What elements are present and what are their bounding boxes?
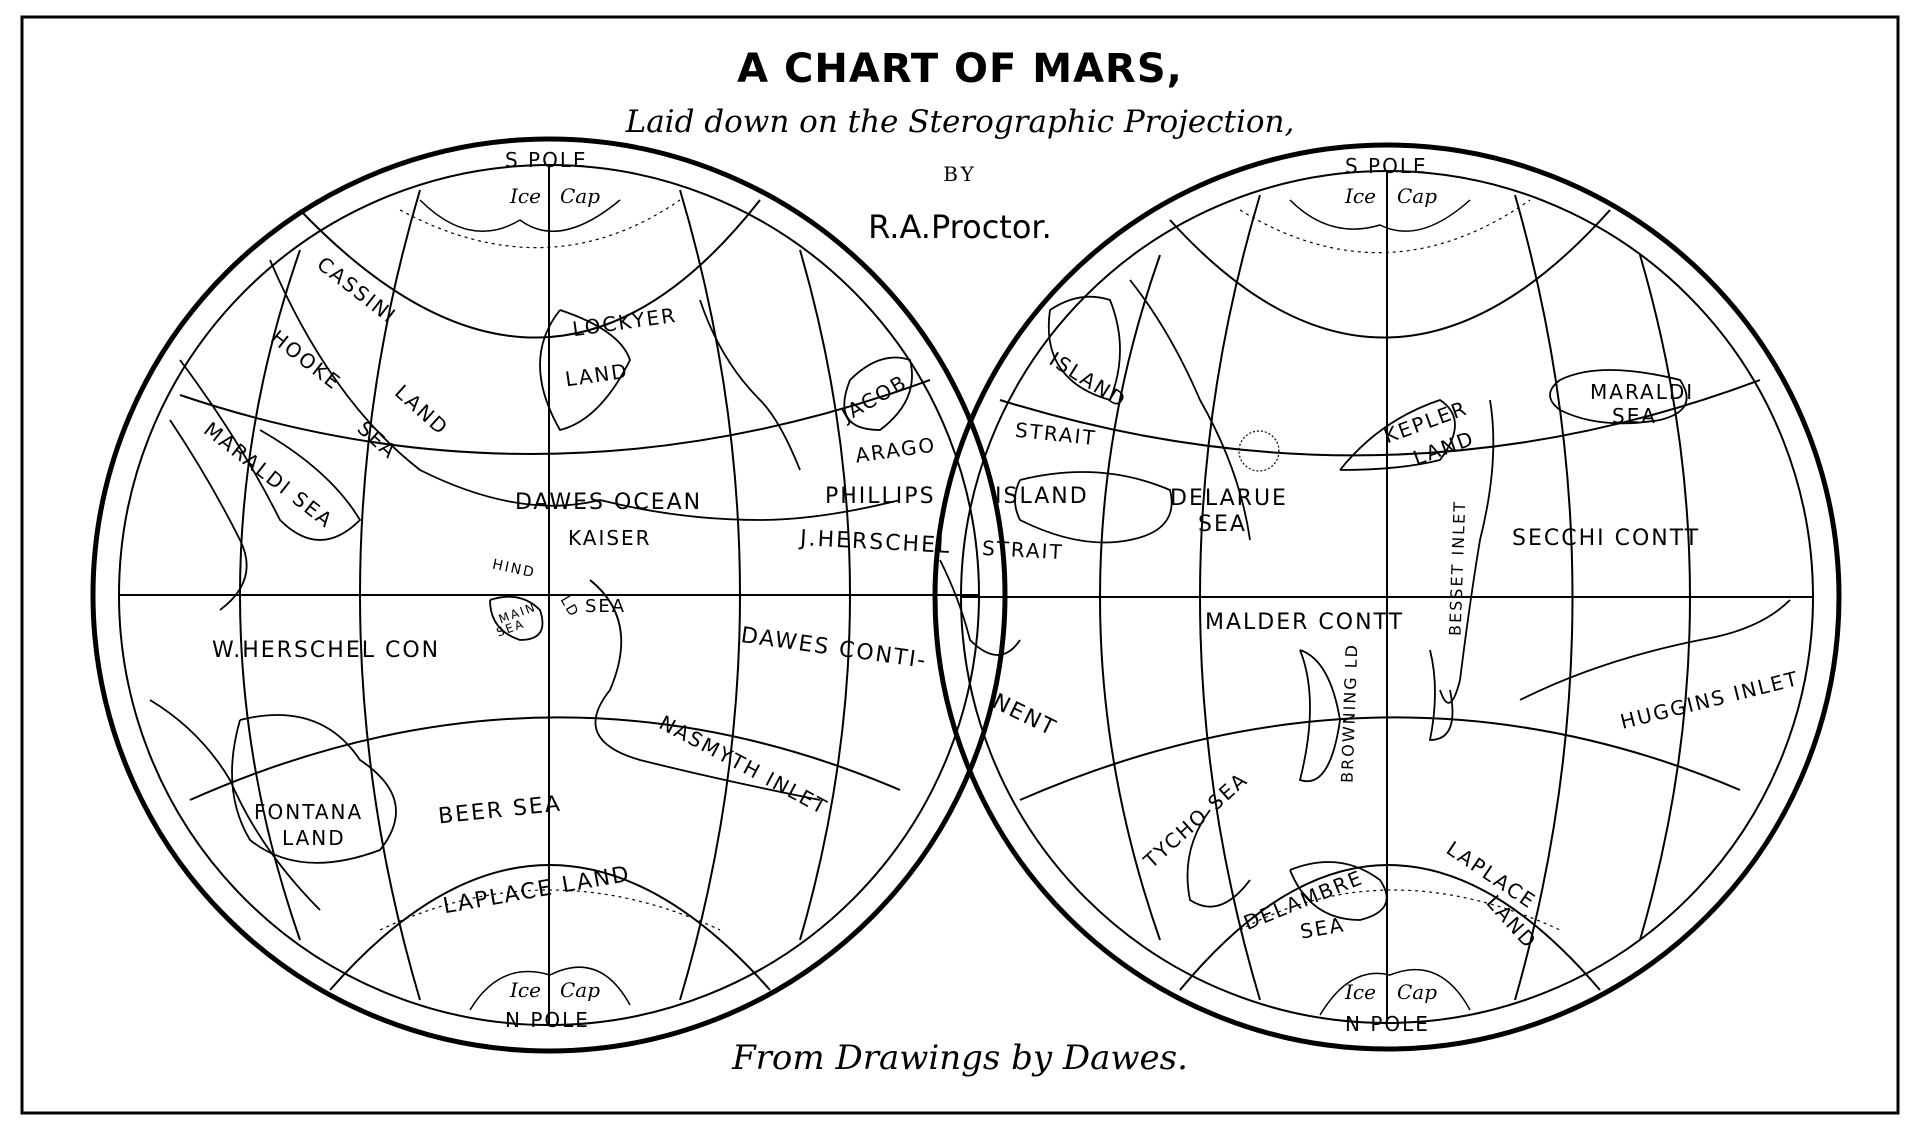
right-coastline (1549, 369, 1688, 425)
left-meridian (239, 249, 301, 941)
outer-frame (20, 15, 1900, 1115)
middle-island-2-label: Island (995, 484, 1089, 509)
right-ice-cap-bottom-word2: Cap (1397, 980, 1438, 1004)
left-coastline (179, 359, 362, 541)
right-coastline (1047, 295, 1121, 402)
right-bessel-inlet-label: Besset Inlet (1445, 499, 1470, 637)
right-ice-cap-top-word1: Ice (1345, 184, 1376, 208)
left-coastline (269, 259, 901, 521)
left-coastline (231, 714, 397, 864)
left-s-pole-label: S Pole (505, 148, 588, 172)
left-coastline (843, 356, 913, 431)
left-dawes-ocean-label: Dawes Ocean (515, 490, 703, 515)
right-coastline (1519, 599, 1791, 701)
right-north-polar-circle (1179, 864, 1601, 991)
left-fontana-label: Fontana (254, 800, 364, 824)
left-hind-sea-label: Sea (585, 596, 627, 617)
left-coastline (699, 299, 801, 471)
right-coastline (1298, 649, 1341, 783)
middle-coastline (939, 559, 1021, 656)
left-coastline (489, 595, 544, 641)
right-meridian (1639, 254, 1691, 941)
right-s-pole-label: S Pole (1345, 154, 1428, 178)
right-ice-cap-bottom (1319, 968, 1471, 1016)
right-coastline (1428, 649, 1454, 741)
right-secchi-label: Secchi ContT (1512, 526, 1701, 551)
right-maraldi-label: Maraldi (1590, 380, 1695, 404)
left-w-herschel-label: W.Herschel Con (212, 638, 441, 663)
chart-subtitle: Laid down on the Sterographic Projection… (625, 104, 1295, 140)
left-coastline (539, 309, 631, 432)
middle-strait-2-label: Strait (981, 535, 1065, 565)
right-malder-label: Malder ContT (1205, 610, 1405, 635)
left-ice-cap-top-word1: Ice (510, 184, 541, 208)
right-inner-ring (960, 170, 1814, 1024)
chart-footer: From Drawings by Dawes. (732, 1038, 1188, 1078)
right-parallel (1019, 716, 1741, 801)
left-coastline (169, 419, 248, 611)
left-kaiser-label: Kaiser (568, 526, 652, 550)
right-coastline (1129, 279, 1251, 541)
right-ice-cap-bottom-word1: Ice (1345, 980, 1376, 1004)
right-coastline (1014, 471, 1173, 544)
right-n-pole-label: N Pole (1345, 1012, 1430, 1036)
left-north-polar-circle (329, 864, 771, 991)
left-ice-cap-bottom (469, 966, 631, 1011)
right-delarue-sea-label: Sea (1198, 512, 1247, 537)
right-dotted-limit (1239, 889, 1561, 931)
right-south-polar-circle (1169, 209, 1611, 339)
right-coastline (1289, 861, 1388, 921)
left-parallel (189, 716, 901, 801)
left-coastline (149, 699, 321, 911)
left-meridian (679, 189, 741, 1001)
left-dotted-limit (379, 889, 721, 931)
right-ice-cap-top-word2: Cap (1397, 184, 1438, 208)
left-ice-cap-bottom-word2: Cap (560, 978, 601, 1002)
left-meridian (359, 189, 421, 1001)
right-meridian (1199, 194, 1261, 1001)
right-meridian (1514, 194, 1574, 1001)
right-coastline (1339, 399, 1456, 471)
left-fontana-land-label: Land (282, 826, 346, 850)
right-delarue-label: Delarue (1170, 486, 1288, 511)
right-dotted-limit (1239, 199, 1531, 254)
left-south-polar-circle (299, 199, 761, 339)
left-ice-cap-top-word2: Cap (560, 184, 601, 208)
left-parallel (179, 379, 931, 455)
right-ice-cap-top (1289, 199, 1471, 232)
right-outer-ring (932, 142, 1842, 1052)
right-small-spot (1238, 430, 1280, 472)
left-n-pole-label: N Pole (505, 1008, 590, 1032)
chart-by: BY (943, 162, 977, 186)
right-maraldi-sea-label: Sea (1612, 404, 1658, 428)
left-meridian (799, 249, 851, 941)
right-parallel (999, 379, 1761, 457)
chart-author: R.A.Proctor. (868, 208, 1052, 246)
right-hemisphere (932, 142, 1842, 1052)
chart-title: A CHART OF MARS, (737, 46, 1183, 92)
right-coastline (1186, 809, 1251, 908)
right-coastline (1439, 399, 1495, 704)
left-ice-cap-bottom-word1: Ice (510, 978, 541, 1002)
left-ice-cap-top (419, 199, 621, 232)
left-dotted-limit (399, 199, 681, 249)
middle-phillips-label: Phillips (825, 484, 936, 509)
left-outer-ring (90, 136, 1008, 1054)
left-coastline (589, 579, 821, 801)
left-hemisphere (90, 136, 1008, 1054)
right-meridian (1099, 254, 1161, 941)
